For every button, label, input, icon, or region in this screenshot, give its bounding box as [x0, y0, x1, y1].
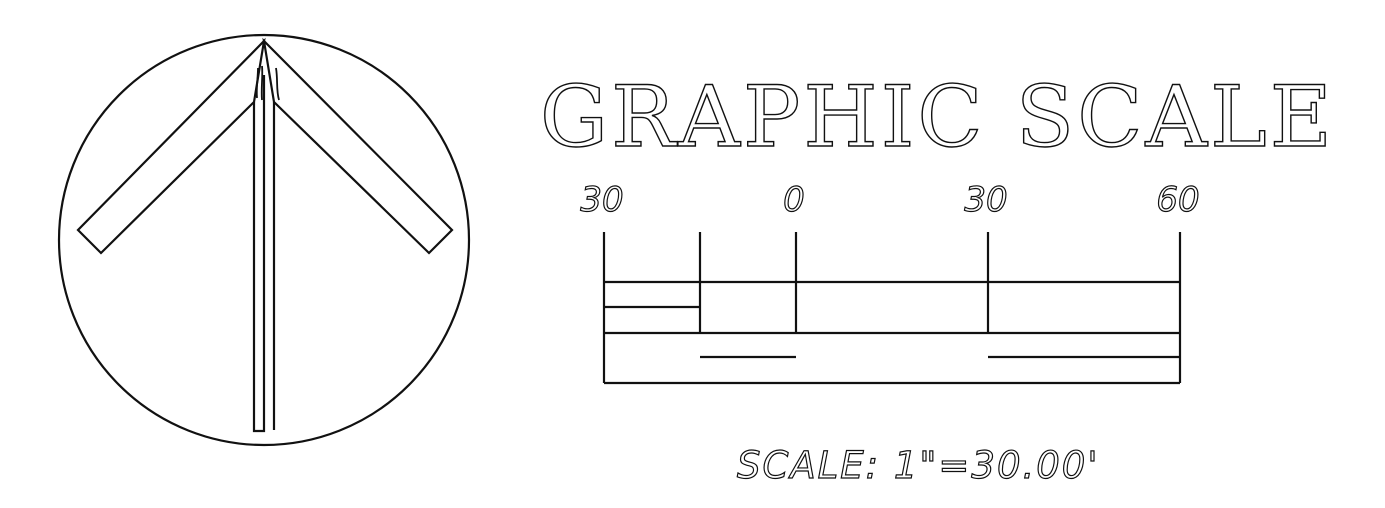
- scale-note: SCALE: 1"=30.00': [737, 444, 1100, 487]
- graphic-scale-title: GRAPHIC SCALE: [540, 68, 1335, 166]
- scale-tick-label: 0: [783, 180, 805, 220]
- north-arrow-circle: [57, 33, 471, 447]
- scale-tick-label: 30: [580, 180, 623, 220]
- north-arrow-icon: [57, 33, 471, 447]
- scale-bar: [602, 232, 1182, 385]
- north-arrow-right-arm: [262, 37, 454, 255]
- scale-tick-labels: 30 0 30 60: [580, 179, 1200, 220]
- north-arrow-left-arm: [76, 37, 266, 255]
- north-arrow-shaft-left: [252, 75, 266, 433]
- scale-tick-label: 60: [1156, 180, 1199, 220]
- scale-tick-label: 30: [964, 180, 1007, 220]
- north-arrow-tip-marks: [255, 65, 280, 101]
